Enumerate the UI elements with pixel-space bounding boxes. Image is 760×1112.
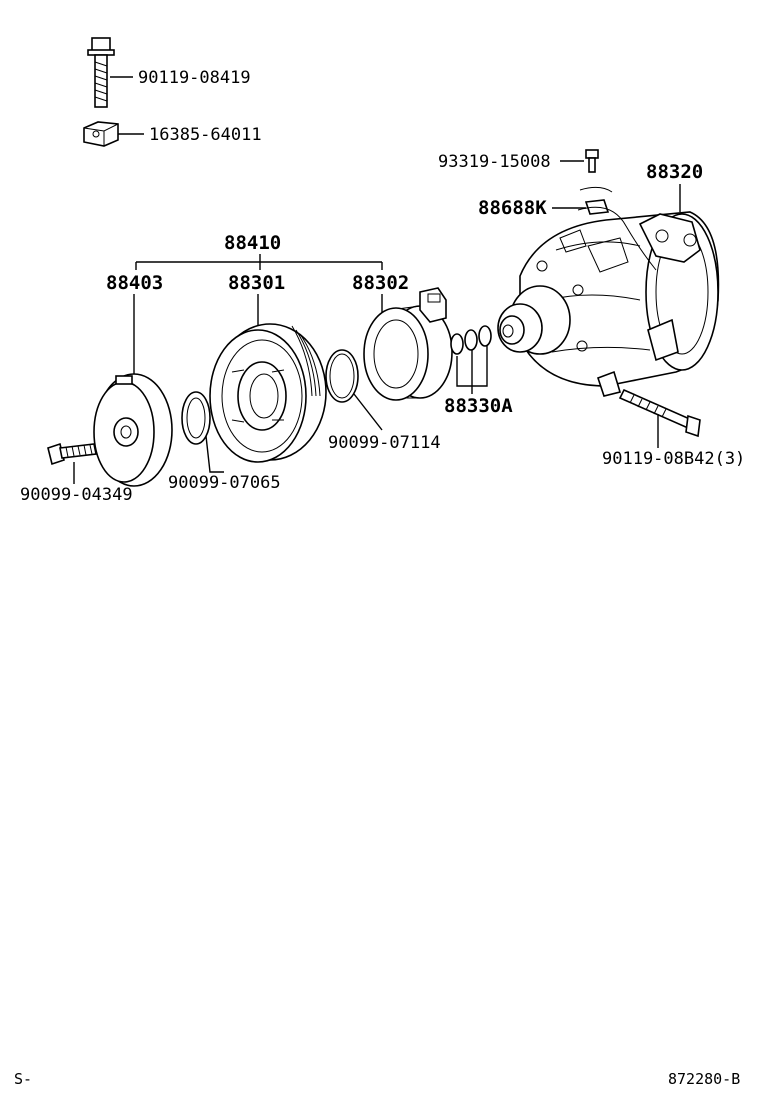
- label-snap-ring-pulley: 90099-07065: [168, 473, 281, 493]
- label-clip: 88688K: [478, 197, 547, 219]
- label-bolt-plate: 90099-04349: [20, 485, 133, 505]
- label-shims: 88330A: [444, 395, 513, 417]
- bolt-top-part: [87, 37, 115, 108]
- block-part: [83, 121, 119, 147]
- label-screw-top: 93319-15008: [438, 152, 551, 172]
- bolt-mount-part: [618, 388, 701, 438]
- label-bolt-top: 90119-08419: [138, 68, 251, 88]
- shims-part: [450, 325, 492, 355]
- screw-top-part: [585, 149, 599, 173]
- bracket-assy: [135, 254, 383, 270]
- leader-snap-ring-pulley: [205, 435, 224, 473]
- clip-part: [579, 186, 613, 215]
- bolt-plate-part: [47, 442, 97, 466]
- plate-part: [93, 373, 173, 487]
- coil-part: [363, 287, 453, 401]
- pulley-part: [209, 323, 327, 463]
- label-plate: 88403: [106, 272, 163, 294]
- leader-shims: [456, 346, 488, 394]
- label-block: 16385-64011: [149, 125, 262, 145]
- label-bolt-mount: 90119-08B42(3): [602, 449, 745, 469]
- label-snap-ring-coil: 90099-07114: [328, 433, 441, 453]
- label-pulley: 88301: [228, 272, 285, 294]
- label-assy: 88410: [224, 232, 281, 254]
- snap-ring-coil-part: [325, 349, 359, 403]
- label-coil: 88302: [352, 272, 409, 294]
- leader-snap-ring-coil: [353, 393, 383, 431]
- snap-ring-pulley-part: [181, 391, 211, 445]
- label-compressor: 88320: [646, 161, 703, 183]
- compressor-part: [497, 206, 720, 397]
- footer-left: S-: [14, 1070, 32, 1088]
- footer-right: 872280-B: [668, 1070, 740, 1088]
